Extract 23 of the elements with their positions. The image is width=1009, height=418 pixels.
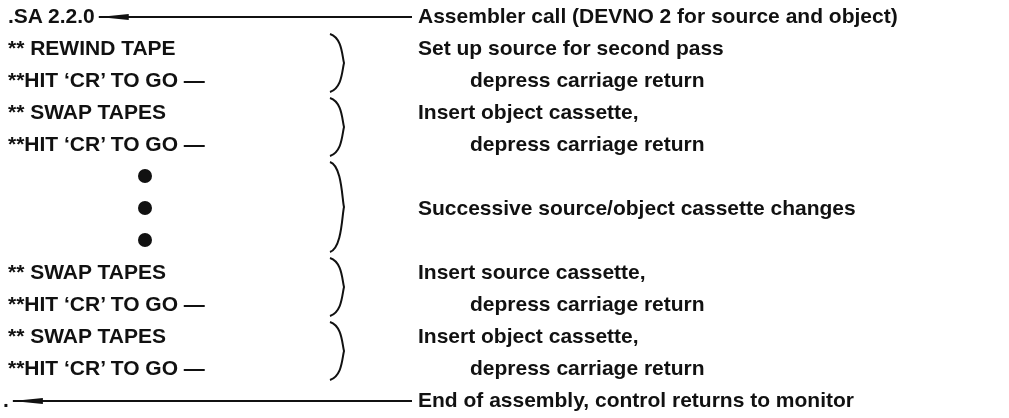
command-text: **HIT ‘CR’ TO GO — [8,291,205,317]
arrow [97,14,413,20]
annotation-text: Insert object cassette, [418,99,639,125]
annotation-text: depress carriage return [470,131,705,157]
annotation-text: depress carriage return [470,355,705,381]
command-text: ** REWIND TAPE [8,35,176,61]
annotation-text: Set up source for second pass [418,35,724,61]
command-text: **HIT ‘CR’ TO GO — [8,355,205,381]
command-text: **HIT ‘CR’ TO GO — [8,67,205,93]
command-text: ** SWAP TAPES [8,323,166,349]
command-text: **HIT ‘CR’ TO GO — [8,131,205,157]
annotation-text: End of assembly, control returns to monitor [418,387,854,413]
command-text: .SA 2.2.0 [8,3,95,29]
annotation-text: depress carriage return [470,291,705,317]
prompt-text: . [3,387,9,413]
annotation-text: depress carriage return [470,67,705,93]
arrow [11,398,413,404]
command-text: ** SWAP TAPES [8,99,166,125]
command-text: ** SWAP TAPES [8,259,166,285]
annotation-text: Insert source cassette, [418,259,646,285]
annotation-text: Assembler call (DEVNO 2 for source and object) [418,3,898,29]
annotation-text: Insert object cassette, [418,323,639,349]
annotation-text: Successive source/object cassette changes [418,195,856,221]
